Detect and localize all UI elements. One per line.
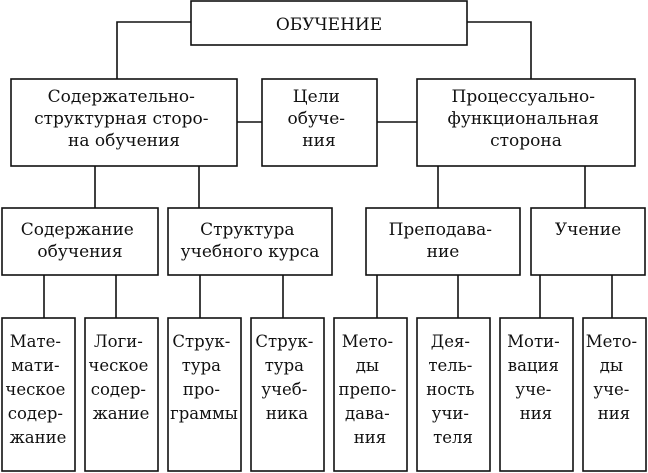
- node-teaching-methods-line-2: ды: [356, 356, 379, 375]
- node-content-side-line-2: структурная сторо-: [34, 109, 208, 129]
- node-root-line-1: ОБУЧЕНИЕ: [276, 15, 382, 35]
- node-structure-line-1: Структура: [200, 220, 294, 240]
- node-teacher-activity: Дея- тель- ность учи- теля: [416, 317, 491, 472]
- node-textbook-structure-line-3: учеб-: [261, 380, 307, 399]
- node-learning-methods: Мето- ды уче- ния: [582, 317, 647, 472]
- svg-text:Структура учебного курса: Структура учебного курса: [181, 220, 320, 262]
- node-learning-methods-line-3: уче-: [593, 380, 629, 399]
- node-goals-line-3: ния: [302, 131, 335, 151]
- node-teaching: Преподава- ние: [365, 207, 521, 276]
- node-teacher-activity-line-2: тель-: [428, 356, 472, 375]
- node-learning-motivation-line-3: уче-: [515, 380, 551, 399]
- node-teacher-activity-line-1: Дея-: [431, 332, 470, 351]
- svg-text:Цели обуче- ния: Цели обуче- ния: [288, 87, 351, 151]
- svg-text:Логи- ческое содер: Логи- ческое содер- жание: [88, 332, 153, 423]
- node-goals: Цели обуче- ния: [261, 78, 378, 167]
- node-learning-motivation-line-2: вация: [508, 356, 559, 375]
- svg-text:Струк- тура про-: Струк- тура про- граммы: [170, 332, 238, 423]
- node-logical-content-line-2: ческое: [88, 356, 148, 375]
- node-goals-line-2: обуче-: [288, 109, 346, 129]
- node-content-side: Содержательно- структурная сторо- на обу…: [10, 78, 238, 167]
- node-math-content: Мате- мати- ческое содер- жание: [1, 317, 76, 472]
- node-learning-methods-line-4: ния: [598, 404, 630, 423]
- node-learning-line-1: Учение: [555, 220, 621, 240]
- svg-text:Струк- тура учеб-: Струк- тура учеб- ника: [255, 332, 318, 423]
- node-learning-methods-line-1: Мето-: [586, 332, 637, 351]
- node-content-side-line-3: на обучения: [68, 131, 180, 151]
- svg-text:Содержательно- структурн: Содержательно- структурная сторо- на обу…: [34, 87, 214, 151]
- svg-text:Дея- тель- ность: Дея- тель- ность учи- теля: [426, 332, 480, 447]
- node-teaching-methods-line-4: дава-: [345, 404, 390, 423]
- node-learning-motivation-line-1: Моти-: [507, 332, 560, 351]
- node-textbook-structure-line-2: тура: [265, 356, 304, 375]
- svg-text:ОБУЧЕНИЕ: ОБУЧЕНИЕ: [276, 15, 382, 35]
- node-learning-methods-line-2: ды: [600, 356, 623, 375]
- node-learning: Учение: [530, 207, 646, 276]
- node-structure: Структура учебного курса: [167, 207, 333, 276]
- node-program-structure-line-3: про-: [183, 380, 220, 399]
- node-teaching-line-2: ние: [427, 242, 460, 262]
- node-teaching-methods-line-3: препо-: [338, 380, 396, 399]
- node-textbook-structure: Струк- тура учеб- ника: [250, 317, 325, 472]
- svg-text:Мето- ды уче-: Мето- ды уче- ния: [586, 332, 643, 423]
- node-content-line-1: Содержание: [21, 220, 134, 240]
- node-program-structure-line-1: Струк-: [172, 332, 230, 351]
- node-textbook-structure-line-4: ника: [266, 404, 308, 423]
- node-program-structure-line-2: тура: [182, 356, 221, 375]
- node-teaching-methods-line-1: Мето-: [342, 332, 393, 351]
- svg-text:Процессуально- функциона: Процессуально- функциональная сторона: [448, 87, 605, 151]
- node-textbook-structure-line-1: Струк-: [255, 332, 313, 351]
- node-content: Содержание обучения: [1, 207, 159, 276]
- node-logical-content-line-3: содер-: [91, 380, 146, 399]
- node-goals-line-1: Цели: [293, 87, 340, 107]
- node-math-content-line-1: Мате-: [10, 332, 61, 351]
- node-logical-content: Логи- ческое содер- жание: [84, 317, 159, 472]
- node-teaching-methods: Мето- ды препо- дава- ния: [333, 317, 408, 472]
- node-teacher-activity-line-3: ность: [426, 380, 474, 399]
- node-process-side-line-2: функциональная: [448, 109, 599, 129]
- connectors: [43, 21, 613, 318]
- svg-text:Мате- мати- ческое: Мате- мати- ческое содер- жание: [5, 332, 70, 447]
- node-program-structure: Струк- тура про- граммы: [167, 317, 242, 472]
- svg-text:Учение: Учение: [555, 220, 621, 240]
- node-structure-line-2: учебного курса: [181, 242, 320, 262]
- node-logical-content-line-4: жание: [93, 404, 150, 423]
- node-math-content-line-4: содер-: [8, 404, 63, 423]
- node-math-content-line-5: жание: [10, 428, 67, 447]
- node-learning-motivation-line-4: ния: [520, 404, 552, 423]
- node-content-line-2: обучения: [37, 242, 122, 262]
- node-math-content-line-3: ческое: [5, 380, 65, 399]
- svg-text:Мето- ды препо-: Мето- ды препо- дава- ния: [338, 332, 401, 447]
- node-root: ОБУЧЕНИЕ: [190, 0, 468, 46]
- node-teaching-line-1: Преподава-: [389, 220, 492, 240]
- connector-root-process-side: [467, 21, 532, 79]
- svg-text:Преподава- ние: Преподава- ние: [389, 220, 498, 262]
- node-process-side-line-1: Процессуально-: [452, 87, 595, 107]
- node-learning-motivation: Моти- вация уче- ния: [499, 317, 574, 472]
- node-math-content-line-2: мати-: [11, 356, 59, 375]
- node-program-structure-line-4: граммы: [170, 404, 238, 423]
- node-content-side-line-1: Содержательно-: [48, 87, 195, 107]
- node-teacher-activity-line-5: теля: [433, 428, 473, 447]
- node-process-side: Процессуально- функциональная сторона: [416, 78, 636, 167]
- node-teacher-activity-line-4: учи-: [432, 404, 469, 423]
- svg-text:Содержание обучения: Содержание обучения: [21, 220, 140, 262]
- node-process-side-line-3: сторона: [490, 131, 562, 151]
- connector-root-content-side: [116, 21, 191, 79]
- node-logical-content-line-1: Логи-: [94, 332, 143, 351]
- svg-text:Моти- вация уче-: Моти- вация уче- ния: [507, 332, 565, 423]
- node-teaching-methods-line-5: ния: [354, 428, 386, 447]
